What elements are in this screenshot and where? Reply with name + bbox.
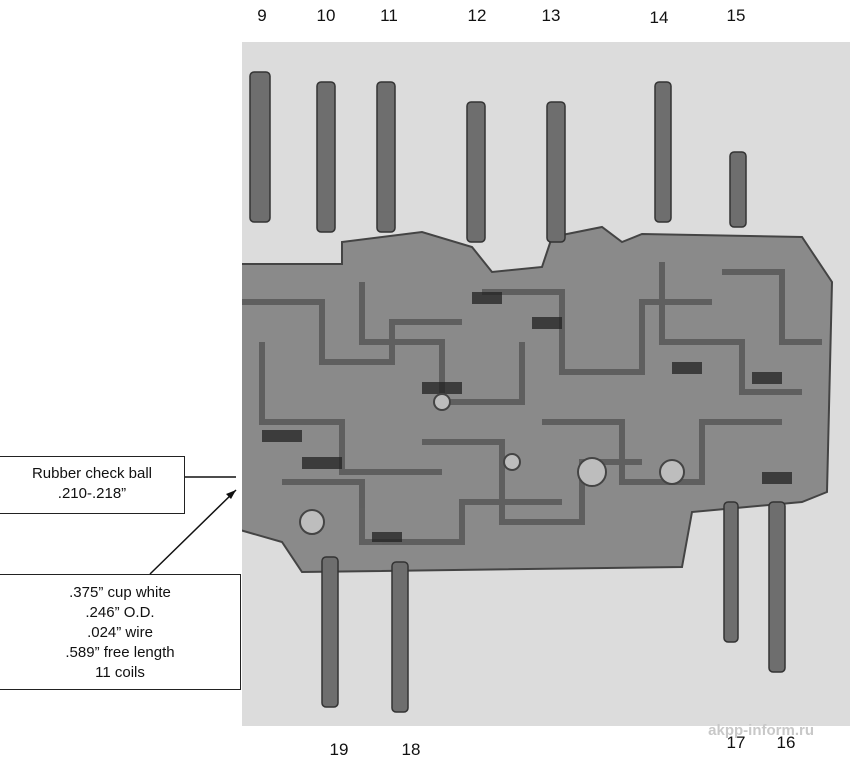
valve-body-illustration: [211, 71, 834, 713]
label-11: 11: [380, 6, 398, 25]
spring-pointer-arrowhead: [226, 490, 236, 499]
label-17: 17: [726, 733, 746, 752]
spring-callout: .375” cup white .246” O.D. .024” wire .5…: [0, 574, 241, 690]
valve-body-photo: [211, 42, 850, 726]
spring-pointer: [149, 489, 237, 575]
top-valves: [249, 71, 747, 243]
label-18: 18: [401, 740, 421, 759]
label-12: 12: [467, 6, 487, 25]
bottom-valves: [321, 501, 786, 713]
spring-line3: .024” wire: [87, 624, 153, 641]
check-ball-callout: Rubber check ball .210-.218”: [0, 456, 185, 514]
checker-patches: [262, 292, 792, 542]
spring-line1: .375” cup white: [69, 584, 171, 601]
watermark: akpp-inform.ru: [708, 722, 814, 739]
bolt-holes: [299, 393, 685, 535]
spring-line4: .589” free length: [65, 644, 175, 661]
spring-line2: .246” O.D.: [85, 604, 155, 621]
spring-line5: 11 coils: [95, 664, 145, 681]
label-16: 16: [776, 733, 796, 752]
label-19: 19: [329, 740, 349, 759]
label-9: 9: [257, 6, 267, 25]
check-ball-line2: .210-.218”: [57, 485, 127, 502]
check-ball-line1: Rubber check ball: [31, 465, 153, 482]
label-10: 10: [316, 6, 336, 25]
label-13: 13: [541, 6, 561, 25]
label-15: 15: [726, 6, 746, 25]
label-14: 14: [649, 8, 669, 27]
